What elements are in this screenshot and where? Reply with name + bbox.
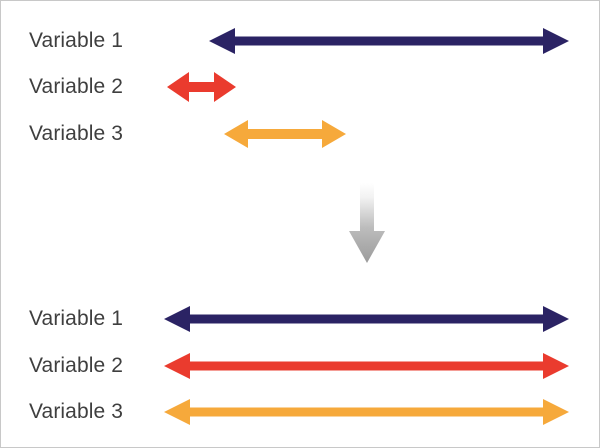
double-headed-arrow-icon — [167, 72, 236, 102]
transition-down-arrow — [347, 183, 387, 265]
after-group: Variable 1 Variable 2 Variable 3 — [1, 286, 599, 447]
arrow-variable-3-after — [164, 389, 569, 435]
row-label-variable-3-after: Variable 3 — [29, 400, 124, 423]
row-label-variable-3-before: Variable 3 — [29, 122, 124, 145]
row-variable-2-before: Variable 2 — [1, 64, 599, 110]
row-variable-3-before: Variable 3 — [1, 111, 599, 157]
row-variable-2-after: Variable 2 — [1, 343, 599, 389]
arrow-variable-3-before — [224, 111, 346, 157]
arrow-variable-1-before — [209, 18, 569, 64]
row-label-variable-2-before: Variable 2 — [29, 75, 124, 98]
row-label-variable-1-before: Variable 1 — [29, 29, 124, 52]
before-group: Variable 1 Variable 2 Variable 3 — [1, 1, 599, 176]
arrow-variable-2-after — [164, 343, 569, 389]
row-variable-1-before: Variable 1 — [1, 18, 599, 64]
down-arrow-icon — [349, 183, 385, 263]
row-variable-3-after: Variable 3 — [1, 389, 599, 435]
row-label-variable-2-after: Variable 2 — [29, 354, 124, 377]
row-variable-1-after: Variable 1 — [1, 296, 599, 342]
double-headed-arrow-icon — [164, 399, 569, 425]
double-headed-arrow-icon — [224, 120, 346, 148]
double-headed-arrow-icon — [164, 306, 569, 332]
arrow-variable-1-after — [164, 296, 569, 342]
double-headed-arrow-icon — [209, 28, 569, 54]
arrow-variable-2-before — [167, 64, 236, 110]
row-label-variable-1-after: Variable 1 — [29, 307, 124, 330]
double-headed-arrow-icon — [164, 353, 569, 379]
